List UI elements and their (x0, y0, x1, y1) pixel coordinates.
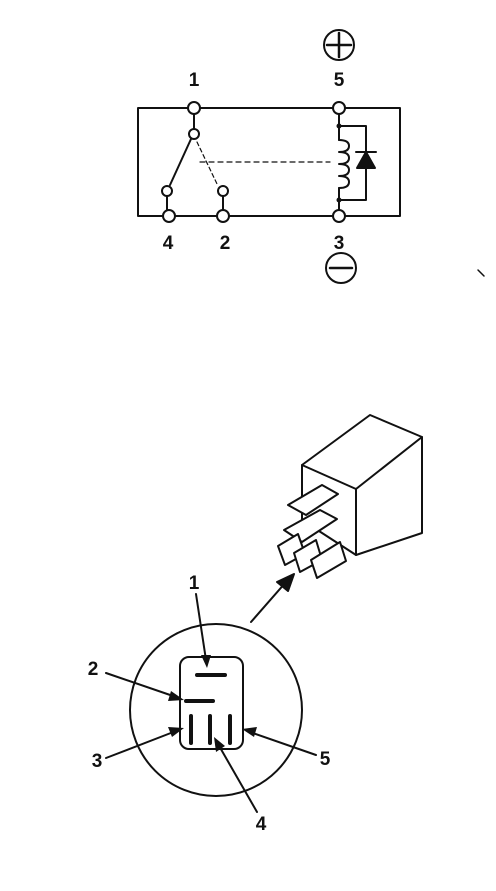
schematic-terminal-labels: 1 5 4 2 3 (163, 70, 345, 254)
label-pin-3: 3 (92, 751, 103, 772)
switch-nc-contact-4 (161, 185, 173, 211)
relay-coil (336, 113, 350, 211)
terminal-1 (187, 101, 201, 115)
terminal-5 (332, 101, 346, 115)
switch-common-contact (169, 113, 200, 186)
relay-3d-drawing (277, 414, 423, 579)
label-terminal-1: 1 (189, 70, 200, 91)
label-pin-5: 5 (320, 749, 331, 770)
label-terminal-4: 4 (163, 233, 174, 254)
terminal-4 (162, 209, 176, 223)
suppression-diode (355, 151, 377, 169)
label-terminal-3: 3 (334, 233, 345, 254)
label-pin-4: 4 (256, 814, 267, 835)
connector-housing (179, 656, 244, 750)
terminal-2 (216, 209, 230, 223)
stray-mark (477, 269, 485, 277)
label-pin-2: 2 (88, 659, 99, 680)
connector-face-view (129, 623, 303, 797)
positive-icon (323, 29, 355, 61)
label-terminal-2: 2 (220, 233, 231, 254)
relay-schematic (137, 29, 485, 284)
label-pin-1: 1 (189, 573, 200, 594)
pin-leader-lines (105, 593, 317, 813)
switch-no-contact-2 (196, 141, 229, 211)
switch-section-outline (137, 107, 294, 217)
relay-terminal-blades (277, 484, 347, 579)
connector-pin-labels: 1 2 3 5 4 (88, 573, 331, 835)
negative-icon (325, 252, 357, 284)
view-direction-arrow (250, 573, 295, 623)
terminal-3 (332, 209, 346, 223)
label-terminal-5: 5 (334, 70, 345, 91)
